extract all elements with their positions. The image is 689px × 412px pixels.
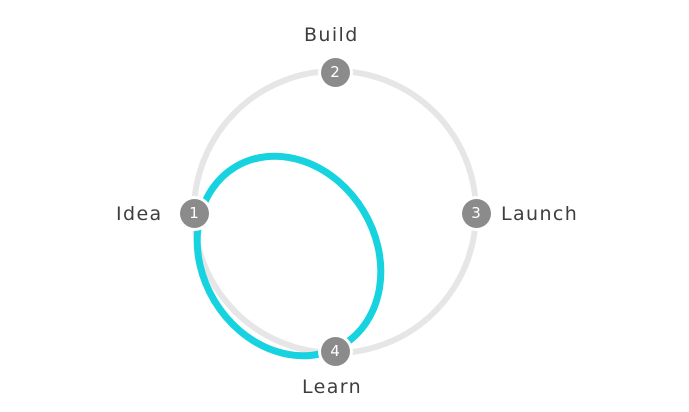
step-node-learn: 4 [320,336,350,366]
step-label-launch: Launch [501,203,579,225]
step-label-build: Build [304,24,359,46]
step-label-idea: Idea [116,203,163,225]
step-number-launch: 3 [471,203,481,222]
step-number-build: 2 [330,62,340,81]
step-number-learn: 4 [330,341,340,360]
step-node-launch: 3 [461,198,491,228]
step-node-build: 2 [320,57,350,87]
step-number-idea: 1 [189,203,199,222]
step-label-learn: Learn [302,376,363,398]
idea-learn-loop [193,152,385,360]
outer-cycle-ring [191,68,479,356]
step-node-idea: 1 [179,198,209,228]
